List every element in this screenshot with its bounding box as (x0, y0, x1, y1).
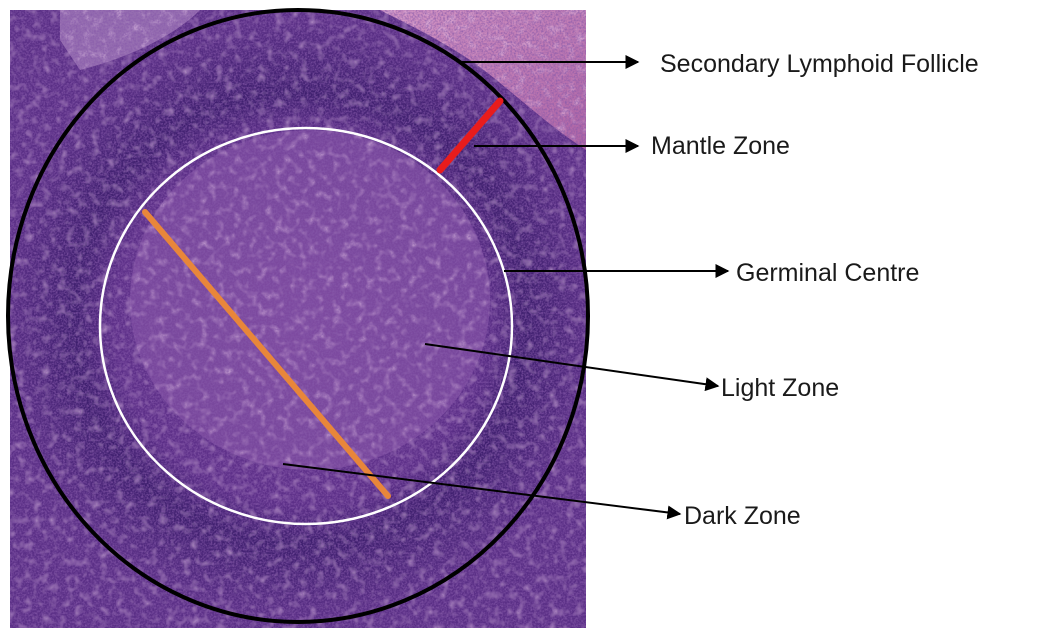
label-light-zone: Light Zone (721, 374, 839, 402)
label-dark-zone: Dark Zone (684, 502, 801, 530)
label-germinal-centre: Germinal Centre (736, 259, 919, 287)
label-mantle-zone: Mantle Zone (651, 132, 790, 160)
label-secondary-follicle: Secondary Lymphoid Follicle (660, 50, 979, 78)
